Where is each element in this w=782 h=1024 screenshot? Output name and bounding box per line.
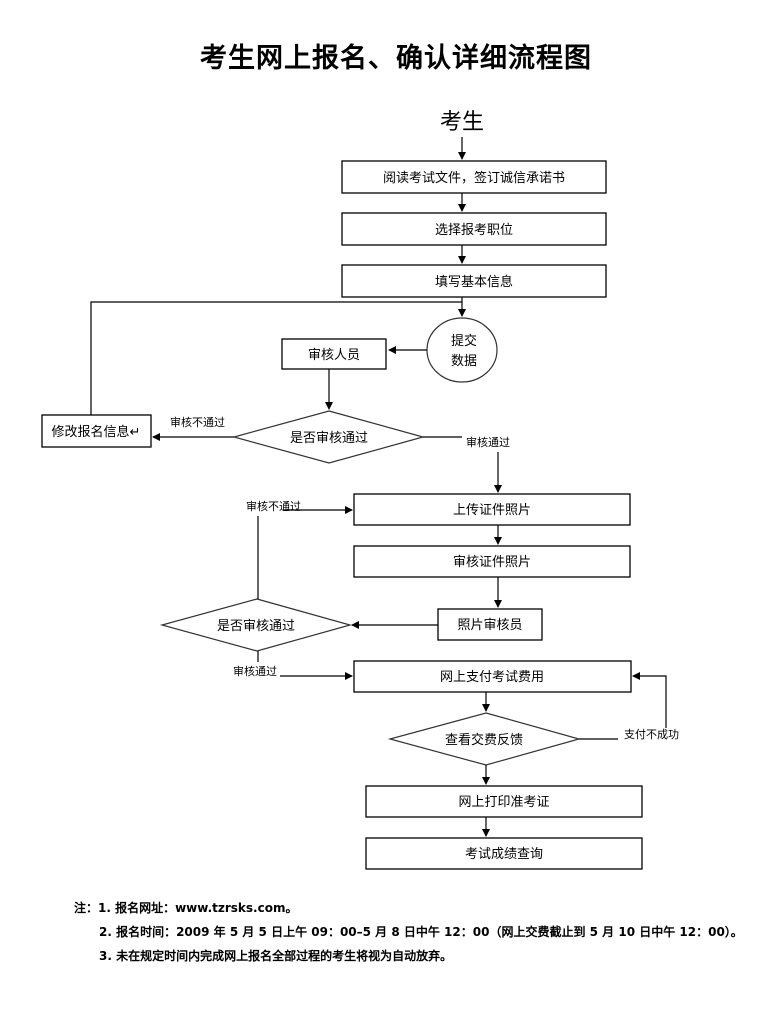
node-decision2: 是否审核通过 — [159, 598, 353, 652]
node-pay-fee-label: 网上支付考试费用 — [440, 670, 544, 685]
page-title: 考生网上报名、确认详细流程图 — [200, 43, 592, 74]
node-review-photo-label: 审核证件照片 — [453, 555, 531, 570]
node-decision2-label: 是否审核通过 — [217, 619, 295, 634]
edge-modify-loop — [90, 301, 462, 415]
node-photo-reviewer-label: 照片审核员 — [457, 618, 522, 633]
edge-payfail-b — [632, 672, 667, 728]
note-3: 3. 未在规定时间内完成网上报名全部过程的考生将视为自动放弃。 — [99, 949, 453, 963]
node-read-docs-label: 阅读考试文件，签订诚信承诺书 — [383, 170, 565, 186]
node-modify-info-label: 修改报名信息↵ — [52, 424, 141, 440]
edge-payfail-label: 支付不成功 — [624, 728, 679, 741]
node-score-query-label: 考试成绩查询 — [465, 847, 543, 862]
node-upload-photo-label: 上传证件照片 — [453, 503, 531, 518]
edge-decision1-pass-label: 审核通过 — [466, 435, 510, 449]
start-label: 考生 — [440, 110, 484, 135]
notes-section: 注：1. 报名网址：www.tzrsks.com。 2. 报名时间：2009 年… — [74, 896, 743, 968]
node-select-position: 选择报考职位 — [341, 212, 607, 246]
node-submit-data: 提交 数据 — [426, 317, 498, 383]
node-decision1: 是否审核通过 — [231, 410, 426, 464]
node-review-photo: 审核证件照片 — [353, 545, 631, 578]
node-select-position-label: 选择报考职位 — [435, 223, 513, 238]
node-print-ticket: 网上打印准考证 — [365, 785, 643, 818]
node-photo-reviewer: 照片审核员 — [437, 608, 543, 641]
edge-decision2-pass-label: 审核通过 — [233, 664, 277, 678]
node-score-query: 考试成绩查询 — [365, 837, 643, 870]
node-decision1-label: 是否审核通过 — [290, 431, 368, 446]
note-2: 2. 报名时间：2009 年 5 月 5 日上午 09：00–5 月 8 日中午… — [99, 925, 743, 939]
node-check-payment-label: 查看交费反馈 — [445, 732, 523, 748]
node-modify-info: 修改报名信息↵ — [41, 414, 152, 448]
node-reviewer: 审核人员 — [281, 338, 387, 370]
node-check-payment: 查看交费反馈 — [387, 712, 582, 766]
node-submit-line1: 提交 — [451, 333, 477, 349]
node-fill-info: 填写基本信息 — [341, 264, 607, 298]
node-submit-line2: 数据 — [451, 354, 477, 369]
node-pay-fee: 网上支付考试费用 — [353, 660, 632, 693]
node-fill-info-label: 填写基本信息 — [435, 274, 513, 290]
node-print-ticket-label: 网上打印准考证 — [458, 795, 549, 810]
node-reviewer-label: 审核人员 — [308, 348, 360, 363]
node-read-docs: 阅读考试文件，签订诚信承诺书 — [341, 160, 607, 194]
edge-decision1-fail-label: 审核不通过 — [170, 415, 225, 429]
node-upload-photo: 上传证件照片 — [353, 493, 631, 526]
note-1: 注：1. 报名网址：www.tzrsks.com。 — [74, 901, 298, 915]
edge-decision2-fail-label: 审核不通过 — [246, 499, 301, 513]
